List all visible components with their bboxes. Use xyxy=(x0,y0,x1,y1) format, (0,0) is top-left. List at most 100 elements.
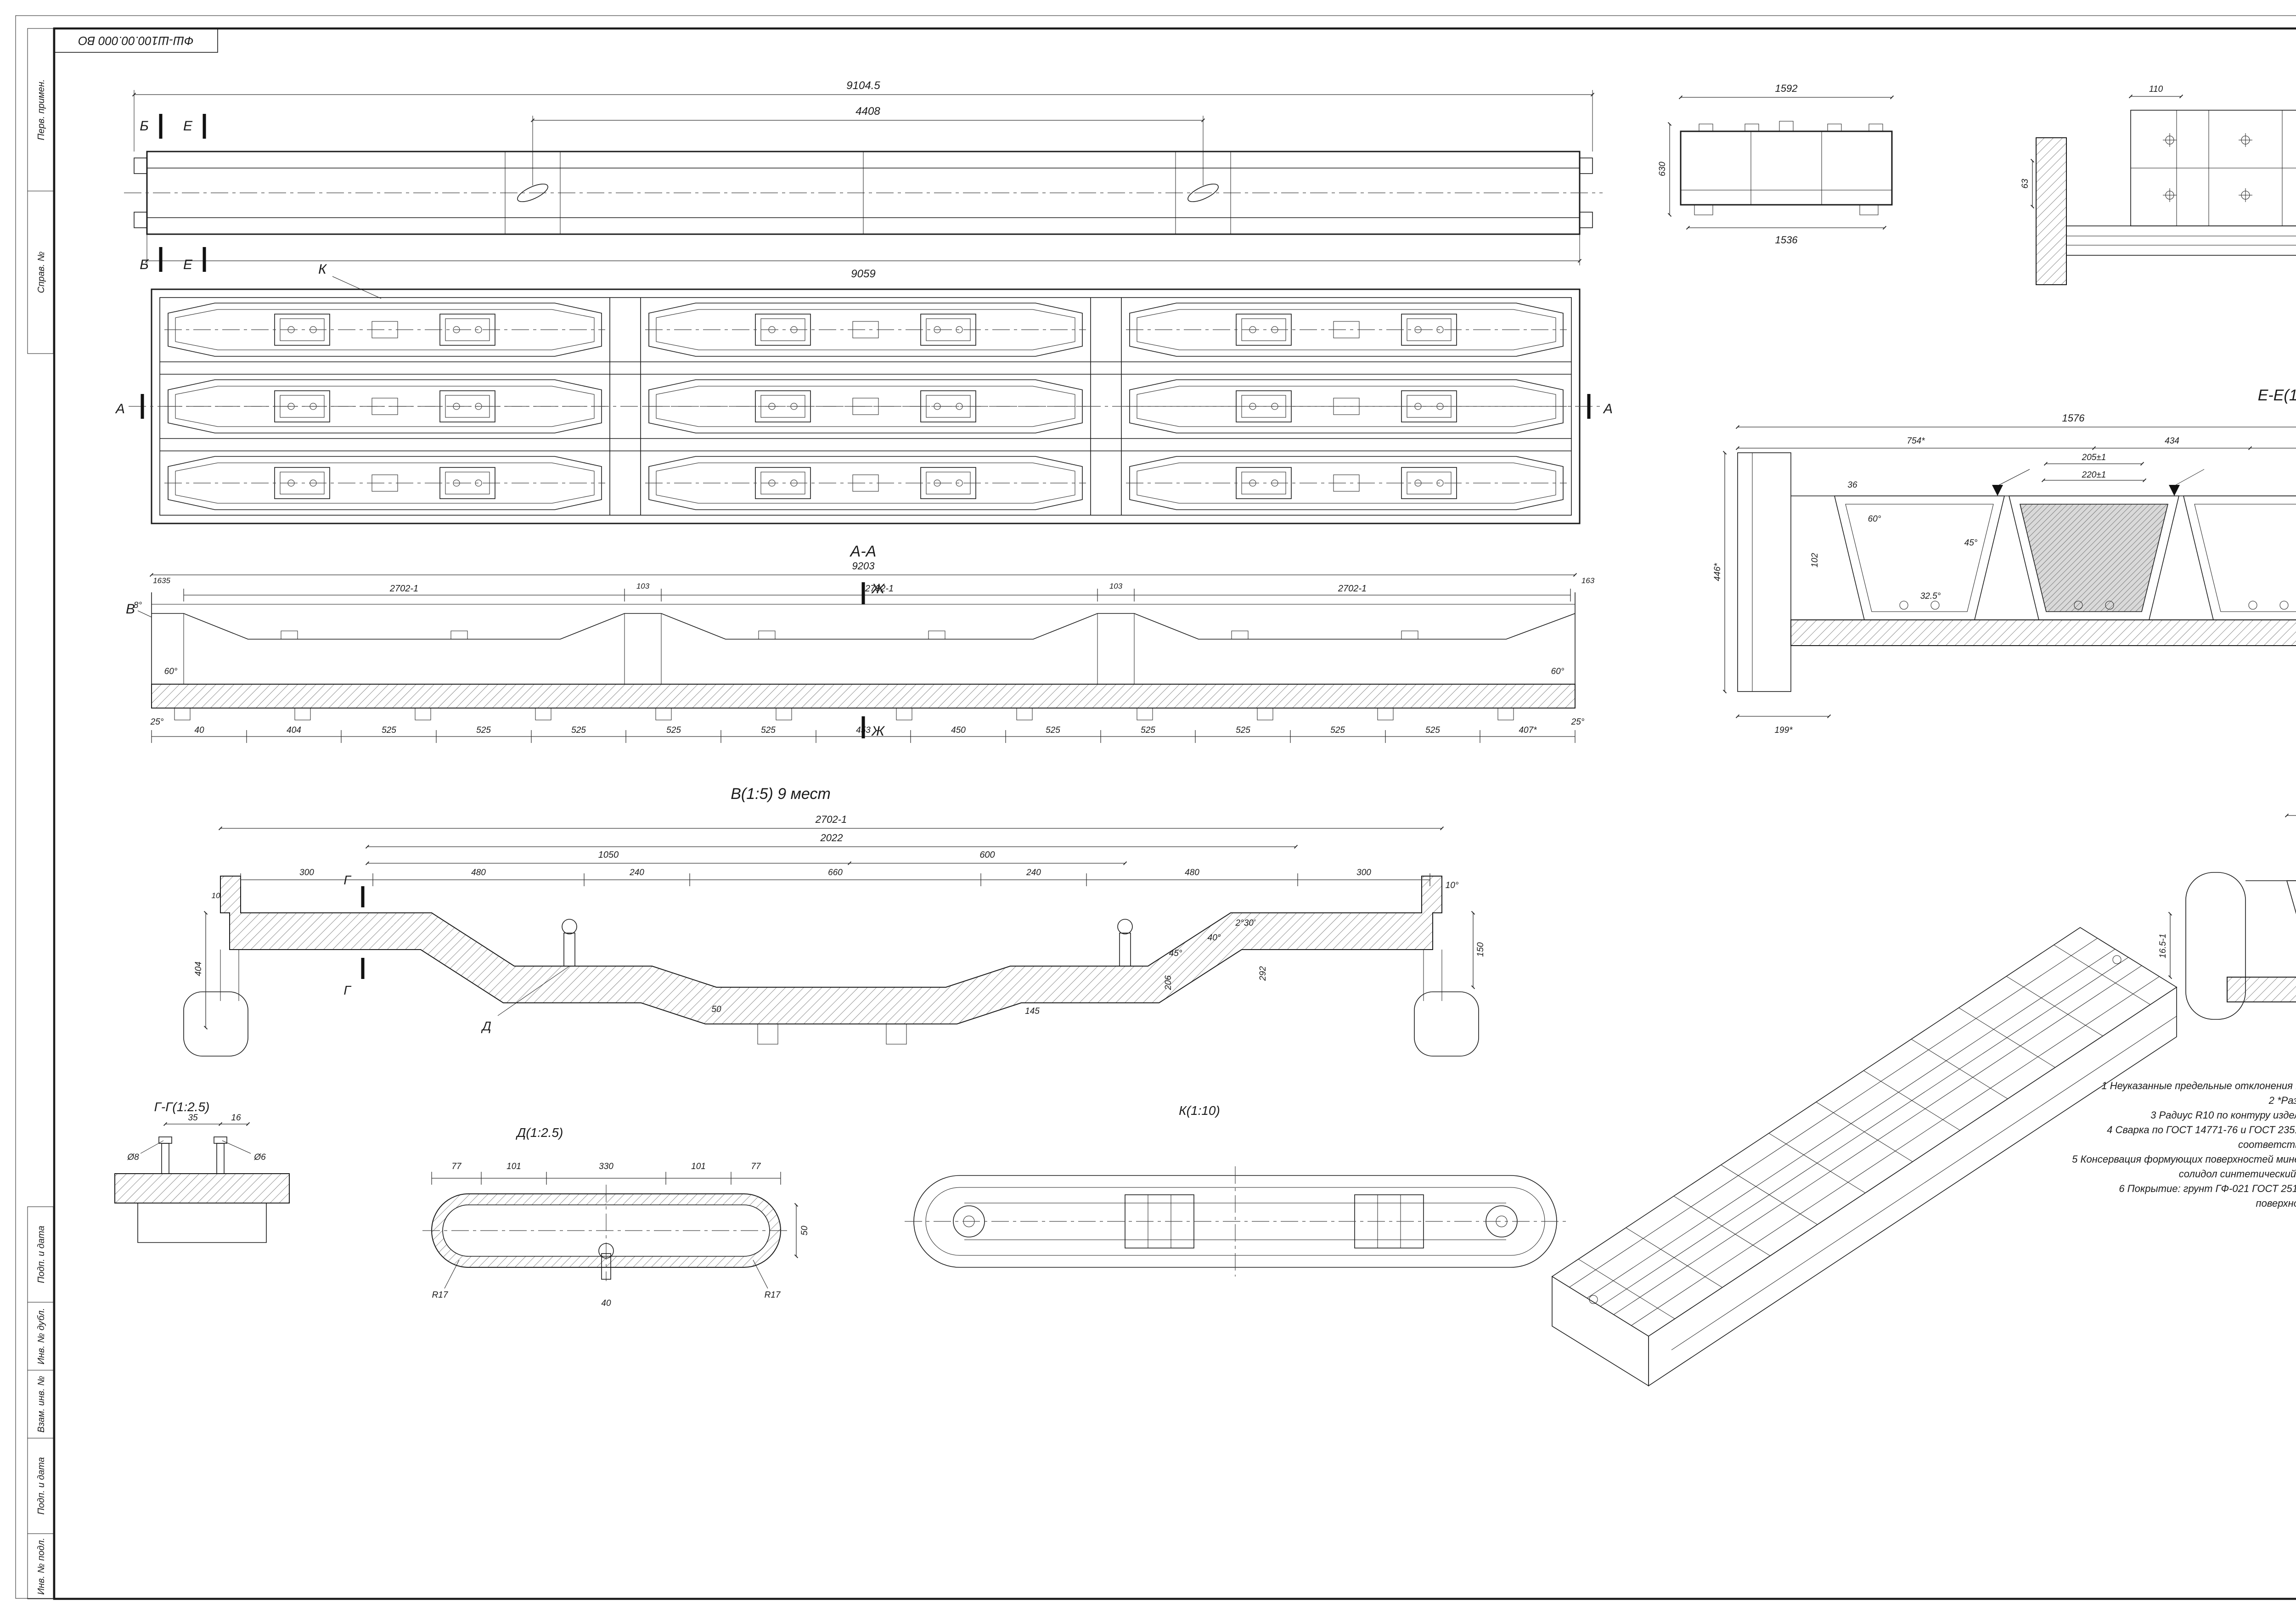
dim-bb-63: 63 xyxy=(2020,179,2030,189)
dim-d-c4: 77 xyxy=(751,1162,761,1171)
dim-v-c6: 300 xyxy=(1356,868,1371,877)
section-mark-a-right: А xyxy=(1603,401,1613,416)
dim-ee-overall: 1576 xyxy=(2062,412,2085,424)
dim-ee-left: 446* xyxy=(1713,563,1722,581)
dim-v-0: 2702-1 xyxy=(815,814,847,825)
view-gg: Г-Г(1:2.5) 35 16 Ø8 Ø6 xyxy=(114,1100,290,1243)
dim-aa-b2: 525 xyxy=(382,725,396,735)
section-mark-a-left: А xyxy=(115,401,125,416)
dim-ee-434a: 434 xyxy=(2165,436,2179,446)
dim-front-overall-bottom: 9059 xyxy=(851,268,875,280)
dim-v-10: 10 xyxy=(212,891,220,900)
dim-aa-right: 163 xyxy=(1581,576,1595,585)
dim-zh-165: 16.5-1 xyxy=(2158,934,2168,958)
angle-aa-8: 8° xyxy=(134,601,142,610)
dim-aa-b12: 525 xyxy=(1330,725,1345,735)
side-label-inv-dubl: Инв. № дубл. xyxy=(36,1308,46,1365)
ee-cavity-3 xyxy=(2183,495,2296,620)
dim-d-c1: 101 xyxy=(506,1162,521,1171)
angle-ee-325: 32.5° xyxy=(1920,591,1941,601)
dim-v-c0: 300 xyxy=(299,868,314,877)
note-line-6: 5 Консервация формующих поверхностей мин… xyxy=(2072,1153,2296,1165)
side-stamps: Перв. примен. Справ. № Подп. и дата Инв.… xyxy=(27,28,54,1599)
view-v-title: В(1:5) 9 мест xyxy=(731,785,831,803)
side-label-podp-data-1: Подп. и дата xyxy=(36,1226,46,1283)
side-label-vzam-inv: Взам. инв. № xyxy=(36,1376,46,1433)
dim-d-c0: 77 xyxy=(451,1162,462,1171)
surface-flag-1 xyxy=(1992,485,2003,496)
dim-v-c3: 660 xyxy=(828,868,843,877)
corner-stamp-box xyxy=(54,28,218,53)
note-line-8: 6 Покрытие: грунт ГФ-021 ГОСТ 25129-82, … xyxy=(2119,1183,2296,1194)
angle-aa-25r: 25° xyxy=(1571,717,1585,727)
dim-v-145: 145 xyxy=(1025,1007,1040,1016)
section-zh: Ж-Ж(1:5) 290-1 182 по радиусу 130-1 xyxy=(2158,813,2296,1020)
view-gg-title: Г-Г(1:2.5) xyxy=(154,1100,210,1114)
section-mark-g-bottom: Г xyxy=(343,983,351,997)
dim-ee-220: 220±1 xyxy=(2082,470,2106,480)
view-d-title: Д(1:2.5) xyxy=(516,1125,563,1140)
dim-ee-754: 754* xyxy=(1907,436,1925,446)
angle-aa-25l: 25° xyxy=(150,717,164,727)
section-aa: А-А 9203 2702-1 103 2702-1 103 2702-1 16… xyxy=(126,543,1595,743)
corner-stamp-text: ФШ-Ш100.00.000 ВО xyxy=(78,34,194,48)
section-mark-e-bottom: Е xyxy=(183,257,193,272)
view-end: 1592 630 1536 xyxy=(1658,83,1894,246)
side-label-sprav: Справ. № xyxy=(36,252,46,293)
surface-flag-2 xyxy=(2169,485,2180,496)
dim-aa-top-0: 2702-1 xyxy=(389,584,418,594)
view-front: 9104.5 4408 9059 Б Б Е Е xyxy=(124,79,1603,280)
section-mark-zh-top: Ж xyxy=(871,581,885,596)
technical-notes: 1 Неуказанные предельные отклонения Н14,… xyxy=(2072,1080,2296,1209)
view-plan: А А К xyxy=(115,262,1613,524)
dim-d-c3: 101 xyxy=(691,1162,706,1171)
angle-ee-60: 60° xyxy=(1868,514,1881,524)
note-line-3: 3 Радиус R10 по контуру изделия формоват… xyxy=(2150,1109,2296,1121)
angle-v-40: 40° xyxy=(1208,933,1221,943)
lifting-slot-left xyxy=(517,183,548,202)
dim-d-r-left: R17 xyxy=(432,1290,449,1300)
angle-aa-60r: 60° xyxy=(1551,667,1564,676)
dim-d-r-right: R17 xyxy=(765,1290,781,1300)
dim-v-206: 206 xyxy=(1164,975,1173,990)
dim-v-10deg: 10° xyxy=(1446,881,1459,890)
dim-v-c2: 240 xyxy=(629,868,644,877)
section-mark-g-top: Г xyxy=(343,873,351,887)
dim-v-404: 404 xyxy=(194,962,203,976)
dim-aa-b0: 40 xyxy=(194,725,204,735)
note-line-5: соответственно, брызги удалить. xyxy=(2238,1139,2296,1150)
view-k-title: К(1:10) xyxy=(1179,1103,1220,1118)
note-line-7: солидол синтетический ГОСТ 4366-76, К-17… xyxy=(2179,1168,2296,1180)
dim-aa-left: 1635 xyxy=(153,576,170,585)
side-label-inv-podl: Инв. № подл. xyxy=(36,1538,46,1595)
dim-aa-top-4: 2702-1 xyxy=(1338,584,1367,594)
section-mark-e-top: Е xyxy=(183,118,193,134)
note-line-4: 4 Сварка по ГОСТ 14771-76 и ГОСТ 23518-7… xyxy=(2107,1124,2296,1136)
dim-d-50: 50 xyxy=(800,1226,810,1236)
side-label-perv-primen: Перв. примен. xyxy=(36,79,46,141)
dim-aa-b1: 404 xyxy=(287,725,301,735)
view-isometric xyxy=(1551,927,2178,1387)
section-ee-title: Е-Е(1:5) xyxy=(2258,387,2296,404)
dim-aa-b3: 525 xyxy=(476,725,491,735)
dim-aa-top-3: 103 xyxy=(1109,582,1123,590)
zh-cavity-1 xyxy=(2286,880,2296,914)
dim-v-c5: 480 xyxy=(1185,868,1199,877)
sheet-frame: ФШ-Ш100.00.000 ВО Перв. примен. Справ. №… xyxy=(15,15,2296,1600)
section-ee: Е-Е(1:5) 1576 754* 434 xyxy=(1713,387,2296,735)
section-bb: Б-Б(1:5) 110 63 И И xyxy=(2020,84,2296,285)
dim-v-c1: 480 xyxy=(471,868,486,877)
angle-v-230: 2°30' xyxy=(1235,918,1256,928)
dim-aa-overall: 9203 xyxy=(852,560,875,572)
dim-v-292: 292 xyxy=(1258,966,1268,981)
dim-aa-b5: 525 xyxy=(666,725,681,735)
dim-ee-102: 102 xyxy=(1810,553,1820,568)
view-v: В(1:5) 9 мест 2702-1 2022 1050 600 300 4… xyxy=(183,785,1486,1057)
ee-cavity-2 xyxy=(2008,495,2180,620)
dim-front-mid: 4408 xyxy=(855,105,880,118)
dim-v-2: 1050 xyxy=(598,850,619,860)
leader-gg-1: Ø8 xyxy=(127,1153,139,1162)
dim-end-bottom: 1536 xyxy=(1775,234,1798,246)
section-mark-zh-bottom: Ж xyxy=(871,724,885,739)
